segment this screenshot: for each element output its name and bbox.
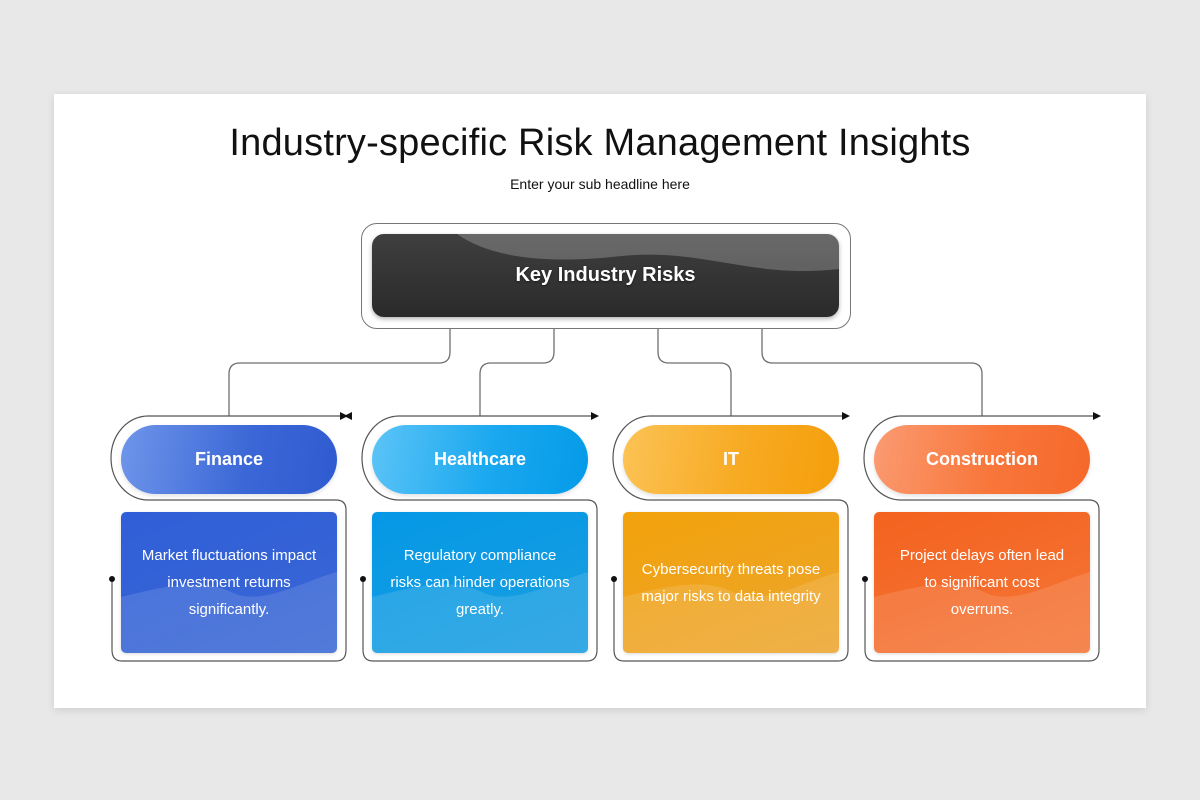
description-text: Market fluctuations impact investment re…	[141, 547, 317, 618]
description-box-finance: Market fluctuations impact investment re…	[121, 512, 337, 653]
root-node[interactable]: Key Industry Risks	[372, 234, 839, 317]
wave-decoration-icon	[457, 234, 839, 272]
category-label: Finance	[194, 449, 264, 469]
wave-decoration-icon	[121, 572, 337, 653]
page-title: Industry-specific Risk Management Insigh…	[229, 122, 971, 164]
category-label: Healthcare	[433, 449, 527, 469]
description-box-construction: Project delays often lead to significant…	[874, 512, 1090, 653]
wave-decoration-icon	[874, 572, 1090, 653]
category-pill-construction[interactable]: Construction	[874, 425, 1090, 494]
wave-decoration-icon	[623, 572, 839, 653]
description-text: Regulatory compliance risks can hinder o…	[390, 547, 570, 618]
description-text: Project delays often lead to significant…	[899, 547, 1065, 618]
category-pill-healthcare[interactable]: Healthcare	[372, 425, 588, 494]
root-node-label: Key Industry Risks	[515, 264, 696, 286]
page-subtitle: Enter your sub headline here	[510, 176, 690, 192]
category-pill-it[interactable]: IT	[623, 425, 839, 494]
wave-decoration-icon	[372, 572, 588, 653]
category-label: IT	[723, 449, 739, 469]
description-box-healthcare: Regulatory compliance risks can hinder o…	[372, 512, 588, 653]
description-text: Cybersecurity threats pose major risks t…	[641, 560, 821, 605]
category-label: Construction	[926, 449, 1038, 469]
description-box-it: Cybersecurity threats pose major risks t…	[623, 512, 839, 653]
category-pill-finance[interactable]: Finance	[121, 425, 337, 494]
